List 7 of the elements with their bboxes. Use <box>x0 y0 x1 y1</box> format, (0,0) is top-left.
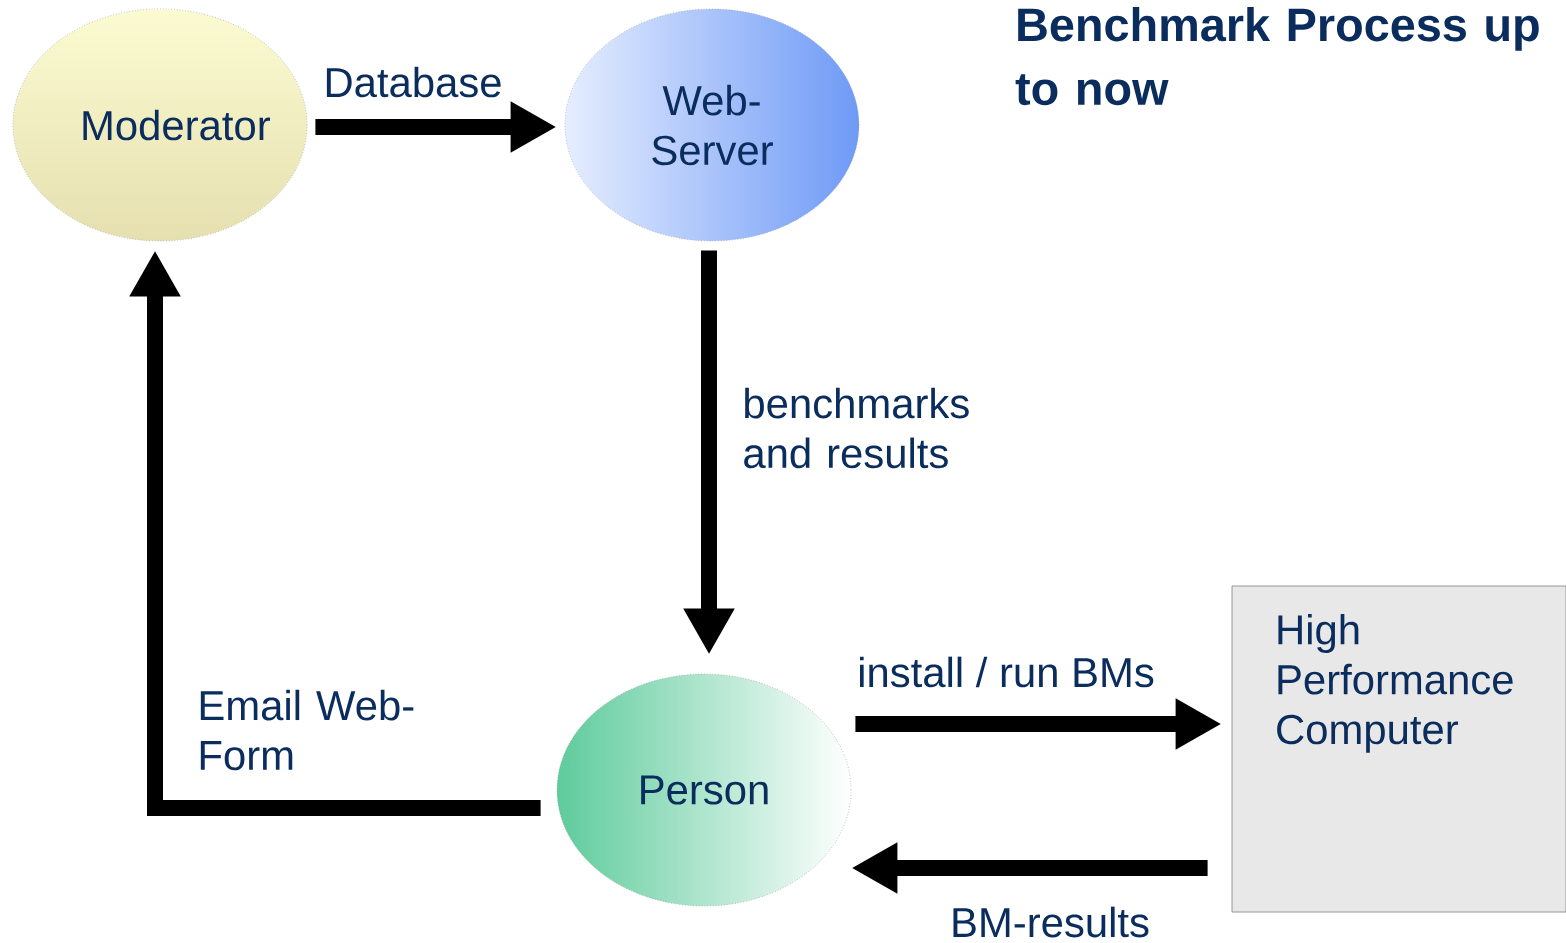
title: Benchmark Process up to now <box>1015 7 1539 106</box>
edge-label: install / run BMs <box>860 656 1154 688</box>
computer-box: High Performance Computer <box>1231 585 1566 913</box>
edge-label: BM-results <box>953 906 1149 938</box>
edge-label: Email Web-Form <box>200 689 414 771</box>
edge-label: Database <box>326 66 501 98</box>
edge-label: benchmarks and results <box>744 387 969 469</box>
